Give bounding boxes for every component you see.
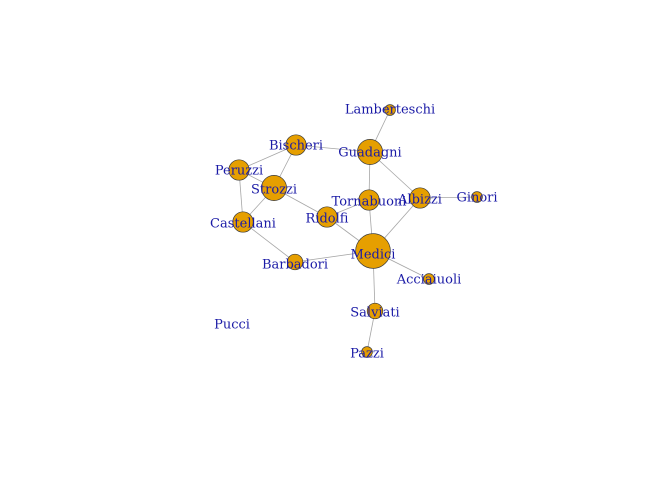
node-label-strozzi: Strozzi: [251, 183, 297, 198]
node-label-bischeri: Bischeri: [269, 139, 323, 154]
node-tornabuoni: [358, 189, 380, 211]
node-bischeri: [285, 134, 307, 156]
node-lamberteschi: [384, 104, 396, 116]
node-barbadori: [286, 253, 304, 271]
node-label-barbadori: Barbadori: [262, 258, 328, 273]
node-label-medici: Medici: [351, 248, 396, 263]
node-acciaiuoli: [423, 273, 435, 285]
node-guadagni: [357, 139, 383, 165]
node-ginori: [471, 191, 483, 203]
node-label-salviati: Salviati: [350, 306, 399, 321]
node-label-pucci: Pucci: [214, 318, 250, 333]
node-medici: [355, 233, 391, 269]
node-label-peruzzi: Peruzzi: [215, 164, 263, 179]
node-salviati: [366, 302, 384, 320]
node-label-ginori: Ginori: [456, 191, 497, 206]
node-label-lamberteschi: Lamberteschi: [345, 103, 435, 118]
node-label-guadagni: Guadagni: [338, 146, 401, 161]
node-label-castellani: Castellani: [210, 217, 276, 232]
node-label-acciaiuoli: Acciaiuoli: [396, 273, 462, 288]
edge-barbadori-castellani: [242, 221, 296, 263]
node-albizzi: [409, 187, 431, 209]
node-ridolfi: [316, 206, 338, 228]
node-layer: [228, 104, 483, 358]
node-castellani: [232, 211, 254, 233]
node-peruzzi: [228, 159, 250, 181]
node-label-ridolfi: Ridolfi: [306, 212, 349, 227]
node-label-albizzi: Albizzi: [397, 193, 442, 208]
node-label-tornabuoni: Tornabuoni: [332, 195, 407, 210]
node-strozzi: [261, 175, 287, 201]
node-label-pazzi: Pazzi: [350, 347, 384, 362]
node-pazzi: [361, 346, 373, 358]
